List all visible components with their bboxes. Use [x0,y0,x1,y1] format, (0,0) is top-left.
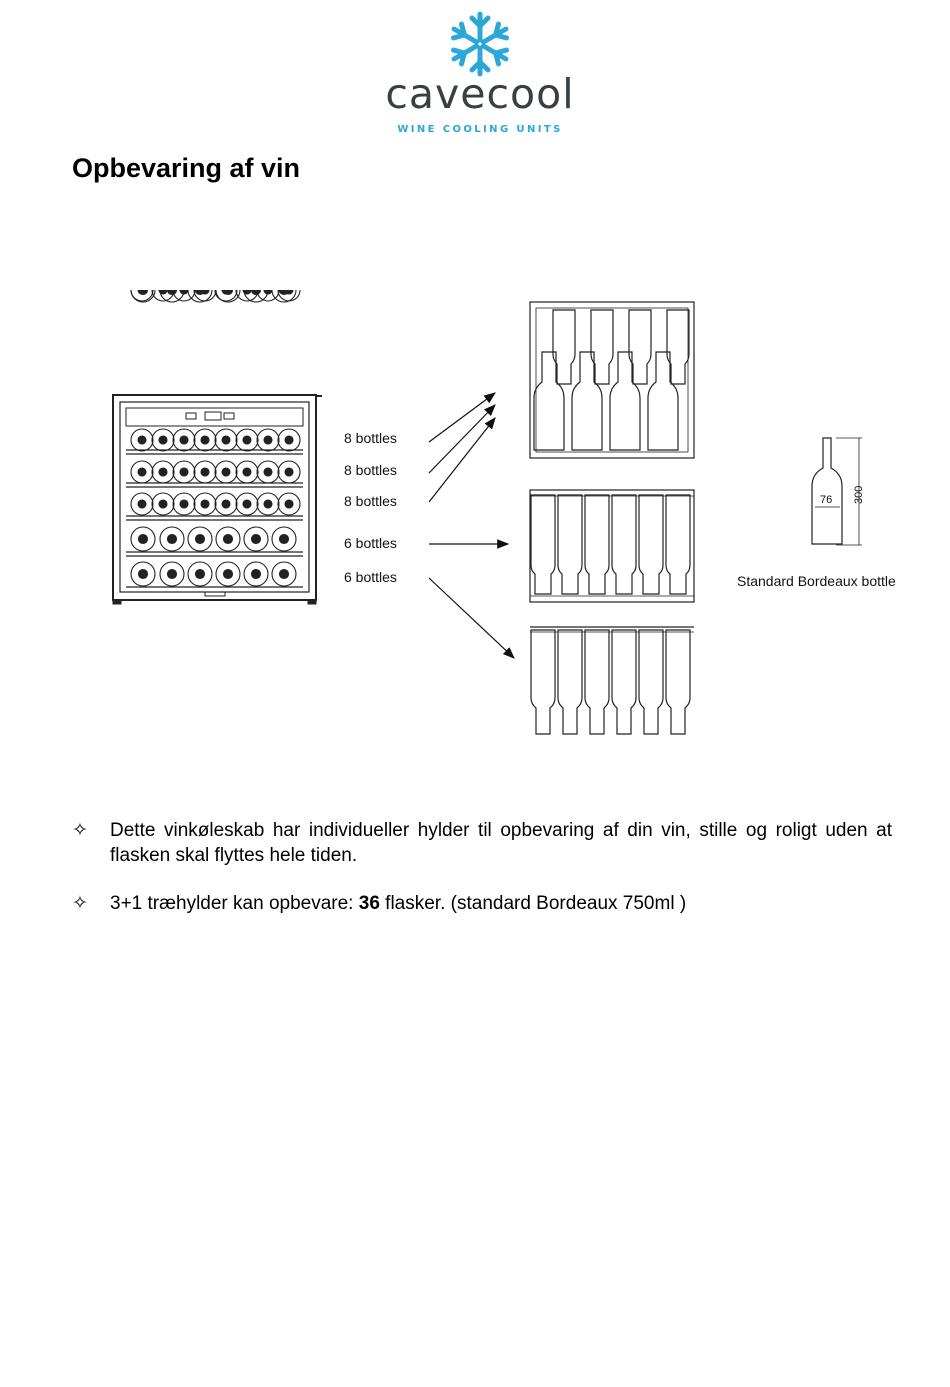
wine-storage-diagram: 8 bottles 8 bottles 8 bottles 6 bottles … [112,290,896,735]
bullet-item: ✧ Dette vinkøleskab har individueller hy… [72,818,892,868]
shelf-label-2: 8 bottles [344,462,397,478]
cavecool-logo: cavecool WINE COOLING UNITS [350,8,620,138]
bullet-text: 3+1 træhylder kan opbevare: 36 flasker. … [110,893,687,914]
snowflake-icon [350,11,610,78]
shelf-label-4: 6 bottles [344,535,397,551]
bullet-item: ✧ 3+1 træhylder kan opbevare: 36 flasker… [72,891,892,916]
star-outline-icon: ✧ [72,893,88,914]
bordeaux-bottle-reference [811,437,862,546]
shelf-6-bottles-bottom-detail [530,626,694,735]
bottle-width-label: 76 [820,494,832,506]
shelf-8-bottles-detail [529,301,695,459]
shelf-arrows [428,392,515,659]
bottle-height-label: 300 [853,486,865,504]
bullet-list: ✧ Dette vinkøleskab har individueller hy… [72,818,892,939]
arrow-2 [428,404,496,474]
shelf-label-5: 6 bottles [344,569,397,585]
bottle-caption: Standard Bordeaux bottle [737,573,896,589]
shelf-label-1: 8 bottles [344,430,397,446]
shelf-label-3: 8 bottles [344,493,397,509]
bullet-text: Dette vinkøleskab har individueller hyld… [110,820,892,866]
logo-tagline: WINE COOLING UNITS [397,124,563,135]
arrow-5 [428,577,515,659]
page-title: Opbevaring af vin [72,153,301,183]
wine-cooler-illustration [112,290,322,605]
star-outline-icon: ✧ [72,820,88,841]
bottle-count: 36 [358,893,380,914]
arrow-3 [428,417,496,503]
arrow-1 [428,392,496,443]
shelf-6-bottles-detail [529,489,695,603]
logo-wordmark: cavecool [385,70,575,118]
